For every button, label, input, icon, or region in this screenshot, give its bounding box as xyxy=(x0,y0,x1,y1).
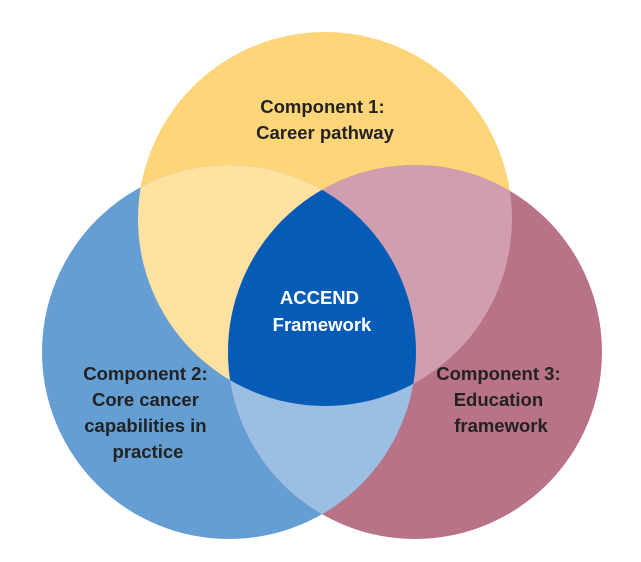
component-3-label-line: Education xyxy=(454,389,543,410)
component-2-label-line: capabilities in xyxy=(84,415,206,436)
center-label-line: ACCEND xyxy=(280,287,359,308)
center-label: ACCEND Framework xyxy=(273,287,372,335)
component-3-label: Component 3: Education framework xyxy=(436,363,566,436)
component-1-label: Component 1: Career pathway xyxy=(256,96,394,143)
component-3-label-line: framework xyxy=(454,415,548,436)
center-label-line: Framework xyxy=(273,314,372,335)
component-2-label-line: Core cancer xyxy=(92,389,199,410)
component-1-label-line: Career pathway xyxy=(256,122,394,143)
component-2-label-line: practice xyxy=(113,441,184,462)
component-1-label-line: Component 1: xyxy=(260,96,384,117)
component-2-label-line: Component 2: xyxy=(83,363,207,384)
center-overlap-accend-framework xyxy=(228,165,416,406)
component-2-label: Component 2: Core cancer capabilities in… xyxy=(83,363,213,462)
component-3-label-line: Component 3: xyxy=(436,363,560,384)
